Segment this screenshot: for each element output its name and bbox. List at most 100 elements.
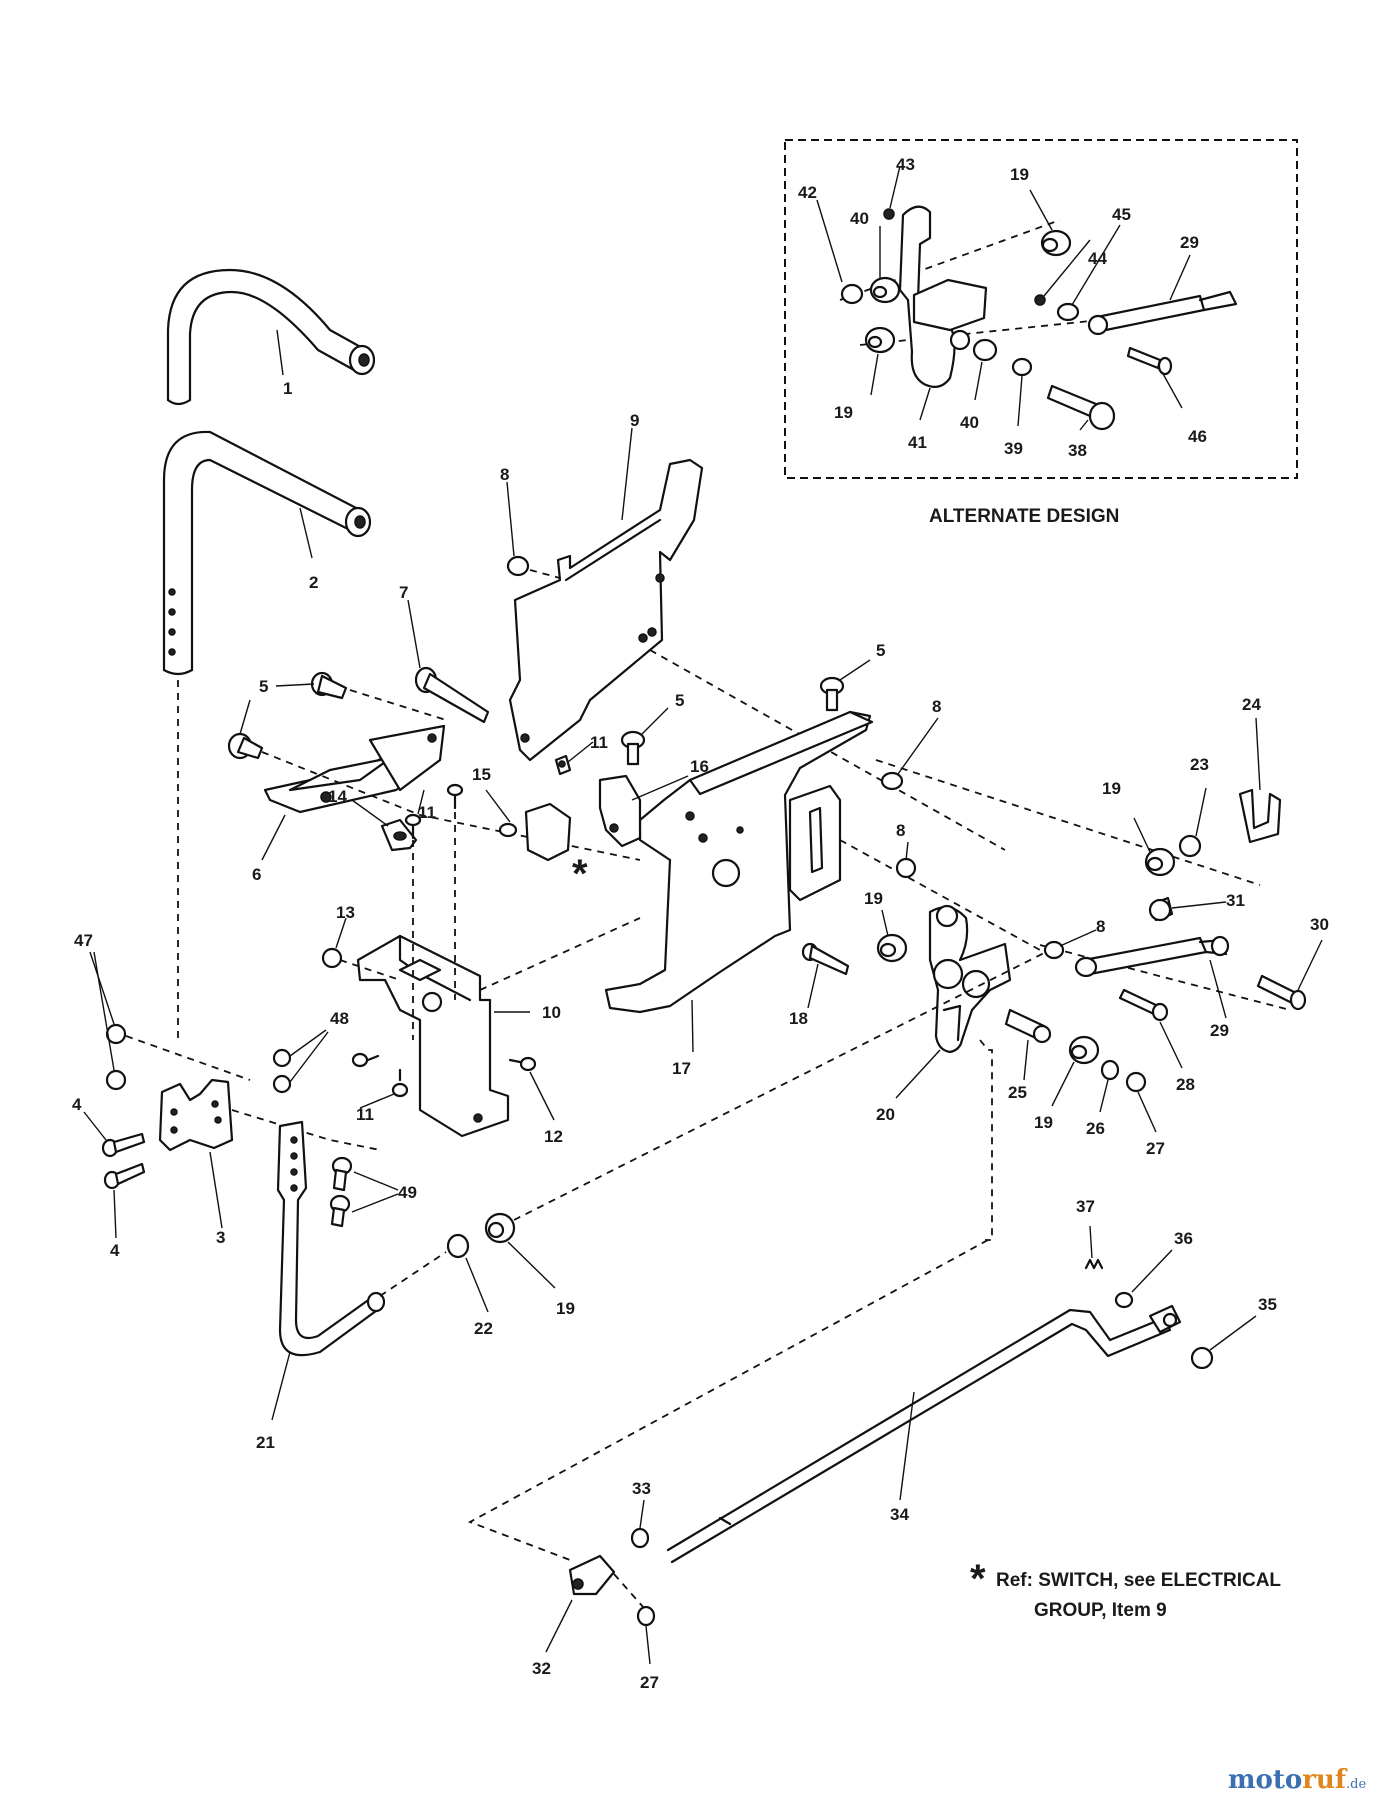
callout-5c: 5 — [876, 641, 885, 660]
bushing-40-upper — [869, 276, 901, 304]
washer-39 — [1011, 357, 1033, 377]
bracket-10 — [356, 934, 530, 1138]
nut-48-lower — [272, 1074, 292, 1094]
callout-9: 9 — [630, 411, 639, 430]
callout-29a: 29 — [1180, 233, 1199, 252]
gas-spring-29-inset — [1090, 294, 1206, 334]
bushing-19-inset-top — [1040, 229, 1072, 257]
callout-19c: 19 — [1102, 779, 1121, 798]
callout-40b: 40 — [960, 413, 979, 432]
callout-45: 45 — [1112, 205, 1131, 224]
clevis-32 — [545, 1554, 616, 1653]
bolt-18 — [801, 942, 850, 1009]
callout-28: 28 — [1176, 1075, 1195, 1094]
callout-49: 49 — [398, 1183, 417, 1202]
callout-1: 1 — [283, 379, 292, 398]
nut-48-upper — [272, 1048, 292, 1068]
bushing-40-lower — [972, 338, 998, 362]
callout-26: 26 — [1086, 1119, 1105, 1138]
callout-17: 17 — [672, 1059, 691, 1078]
callout-27a: 27 — [1146, 1139, 1165, 1158]
lever-20 — [895, 904, 1012, 1099]
callout-24: 24 — [1242, 695, 1261, 714]
callout-30: 30 — [1310, 915, 1329, 934]
bolt-28 — [1118, 988, 1183, 1069]
screw-12 — [508, 1056, 537, 1072]
callout-42: 42 — [798, 183, 817, 202]
watermark-part-1: moto — [1228, 1765, 1302, 1795]
nut-47-upper — [105, 1023, 127, 1045]
callout-8d: 8 — [1096, 917, 1105, 936]
pivot-bracket-3 — [158, 1078, 234, 1229]
callout-10: 10 — [542, 1003, 561, 1022]
callout-22: 22 — [474, 1319, 493, 1338]
washer-22 — [446, 1233, 470, 1259]
callout-11c: 11 — [356, 1105, 374, 1124]
handle-2 — [162, 430, 372, 676]
bolt-46 — [1126, 346, 1162, 370]
nut-33 — [630, 1527, 650, 1549]
bracket-9 — [508, 427, 704, 762]
callout-40a: 40 — [850, 209, 869, 228]
callout-46: 46 — [1188, 427, 1207, 446]
rod-34 — [666, 1304, 1182, 1564]
footnote: * Ref: SWITCH, see ELECTRICAL GROUP, Ite… — [970, 1557, 1281, 1621]
callout-31: 31 — [1226, 891, 1245, 910]
callout-23: 23 — [1190, 755, 1209, 774]
nut-11-mid — [554, 754, 572, 776]
callout-14: 14 — [328, 787, 347, 806]
callout-19b: 19 — [834, 403, 853, 422]
cam-14 — [351, 799, 418, 852]
callout-34: 34 — [890, 1505, 909, 1524]
washer-45 — [1056, 302, 1080, 322]
nut-13 — [321, 947, 343, 969]
callout-5a: 5 — [259, 677, 268, 696]
callout-32: 32 — [532, 1659, 551, 1678]
callout-20: 20 — [876, 1105, 895, 1124]
callout-19e: 19 — [1034, 1113, 1053, 1132]
callout-29b: 29 — [1210, 1021, 1229, 1040]
callout-8a: 8 — [500, 465, 509, 484]
main-plate-17 — [604, 710, 874, 1053]
callout-48: 48 — [330, 1009, 349, 1028]
callout-8b: 8 — [932, 697, 941, 716]
bushing-19-right-top — [1144, 847, 1176, 877]
callout-11a: 11 — [418, 803, 436, 822]
washer-23 — [1178, 834, 1202, 858]
callout-12: 12 — [544, 1127, 563, 1146]
nut-44 — [1034, 294, 1046, 306]
callout-37: 37 — [1076, 1197, 1095, 1216]
nut-8-right-upper — [880, 771, 904, 791]
nut-27-right — [1125, 1071, 1147, 1093]
callout-21: 21 — [256, 1433, 275, 1452]
screw-11-b — [446, 783, 464, 810]
callout-2: 2 — [309, 573, 318, 592]
switch-ref-asterisk: * — [572, 852, 588, 896]
spacer-25 — [1004, 1008, 1052, 1081]
bolt-5-right — [819, 659, 871, 712]
callout-35: 35 — [1258, 1295, 1277, 1314]
shift-lever-21 — [271, 1120, 386, 1421]
block-41 — [912, 278, 988, 332]
callout-6: 6 — [252, 865, 261, 884]
nut-8-upper — [506, 555, 530, 577]
bushing-35 — [1190, 1346, 1214, 1370]
bushing-19-lower-left — [484, 1212, 516, 1244]
callout-7: 7 — [399, 583, 408, 602]
callout-11b: 11 — [590, 733, 608, 752]
callout-44: 44 — [1088, 249, 1107, 268]
nut-27-bottom — [636, 1605, 656, 1627]
bolt-49-lower — [329, 1194, 351, 1228]
bracket-6 — [261, 724, 446, 861]
callout-43: 43 — [896, 155, 915, 174]
alternate-design-caption: ALTERNATE DESIGN — [929, 506, 1119, 527]
bolt-5-lower-left — [227, 732, 264, 760]
alternate-design-inset: ALTERNATE DESIGN — [784, 139, 1298, 527]
gas-spring-29 — [1074, 935, 1230, 1019]
nut-8-right-lower — [1043, 940, 1065, 960]
bolt-4-upper — [101, 1132, 146, 1158]
watermark-part-3: .de — [1346, 1777, 1366, 1792]
watermark-part-2: ruf — [1302, 1765, 1348, 1795]
screw-11-a — [404, 813, 422, 840]
